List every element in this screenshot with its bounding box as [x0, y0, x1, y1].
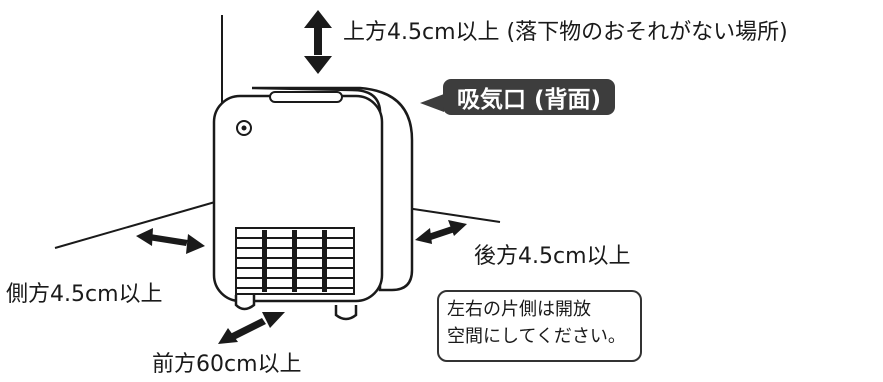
front-grille [235, 227, 355, 295]
open-side-note: 左右の片側は開放 空間にしてください。 [437, 290, 642, 362]
heater-foot-left [234, 295, 256, 311]
vent-label-pointer [420, 94, 444, 112]
top-clearance-arrow [304, 10, 332, 74]
note-line-1: 左右の片側は開放 [447, 299, 591, 320]
floor-line-right [399, 206, 501, 223]
back-clearance-label: 後方4.5cm以上 [474, 244, 631, 269]
note-line-2: 空間にしてください。 [447, 326, 626, 347]
heater-top-slot [269, 91, 343, 103]
top-clearance-label: 上方4.5cm以上 (落下物のおそれがない場所) [343, 20, 788, 45]
floor-line-left [54, 199, 223, 249]
side-clearance-label: 側方4.5cm以上 [6, 282, 163, 307]
back-vent-label: 吸気口 (背面) [443, 79, 616, 115]
heater-foot-right [334, 305, 358, 321]
front-clearance-arrow [218, 312, 285, 344]
back-clearance-arrow [415, 220, 467, 244]
side-clearance-arrow [136, 228, 205, 254]
front-clearance-label: 前方60cm以上 [152, 352, 302, 377]
